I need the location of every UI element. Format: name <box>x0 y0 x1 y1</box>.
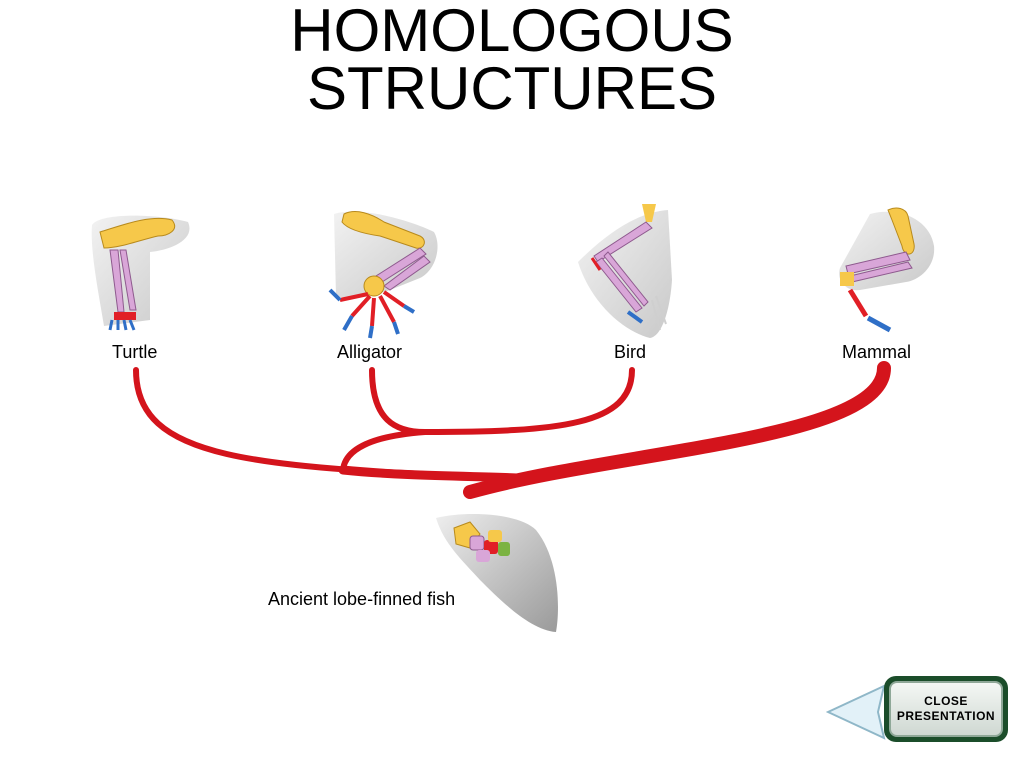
back-arrow-icon[interactable] <box>826 684 886 744</box>
branch-bird <box>422 367 635 435</box>
close-presentation-face[interactable]: CLOSE PRESENTATION <box>889 681 1003 737</box>
close-label-line-2: PRESENTATION <box>896 709 996 723</box>
branch-trunk <box>338 465 522 497</box>
close-presentation-button[interactable]: CLOSE PRESENTATION <box>884 676 1008 742</box>
branch-turtle <box>133 367 523 481</box>
phylogenetic-tree <box>133 361 891 499</box>
turtle-limb-illustration <box>91 215 190 331</box>
alligator-limb-illustration <box>328 211 438 339</box>
branch-alligator <box>369 367 428 435</box>
fish-fin-illustration <box>436 514 558 632</box>
branch-reptile-bird <box>340 429 428 473</box>
mammal-limb-illustration <box>839 207 935 333</box>
close-label-line-1: CLOSE <box>924 694 968 708</box>
label-fish: Ancient lobe-finned fish <box>268 589 456 609</box>
label-turtle: Turtle <box>112 342 158 362</box>
bird-wing-illustration <box>578 204 672 338</box>
label-bird: Bird <box>614 342 647 362</box>
branch-mammal <box>463 361 891 499</box>
label-mammal: Mammal <box>842 342 912 362</box>
title-line-1: HOMOLOGOUS <box>290 0 734 64</box>
page-title: HOMOLOGOUS STRUCTURES <box>0 0 1024 122</box>
title-line-2: STRUCTURES <box>306 55 717 122</box>
label-alligator: Alligator <box>337 342 403 362</box>
